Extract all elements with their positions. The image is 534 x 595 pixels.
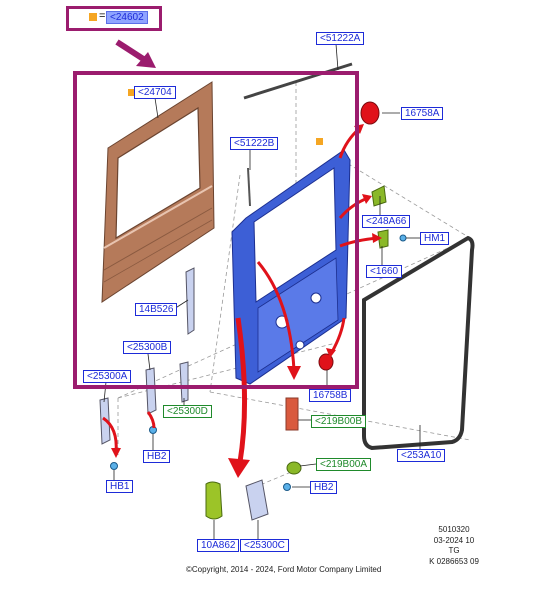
callout-1660[interactable]: <1660 — [366, 265, 403, 278]
id-line-4: K 0286653 09 — [429, 556, 479, 566]
callout-25300b[interactable]: <25300B — [123, 341, 172, 354]
callout-51222a[interactable]: <51222A — [316, 32, 365, 45]
legend-highlight-box — [66, 6, 162, 31]
callout-hb1[interactable]: HB1 — [106, 480, 134, 493]
copyright-notice: ©Copyright, 2014 - 2024, Ford Motor Comp… — [186, 565, 382, 574]
callout-hm1[interactable]: HM1 — [420, 232, 450, 245]
drawing-id-block: 5010320 03-2024 10 TG K 0286653 09 — [424, 525, 484, 567]
callout-hb2-left[interactable]: HB2 — [143, 450, 171, 463]
callout-16758a[interactable]: 16758A — [401, 107, 444, 120]
door-weatherstrip — [362, 235, 475, 451]
callout-16758b[interactable]: 16758B — [309, 389, 352, 402]
highlight-frame — [73, 71, 359, 389]
assembly-direction-arrows — [102, 126, 379, 463]
marker-square-door — [316, 138, 323, 145]
callout-10a862[interactable]: 10A862 — [197, 539, 240, 552]
upper-seal-strip — [243, 62, 353, 100]
purple-pointer-arrow — [115, 39, 156, 68]
hinge-brackets — [99, 267, 269, 521]
callout-219b00b[interactable]: <219B00B — [311, 415, 366, 428]
outer-door-panel — [101, 81, 215, 303]
callout-248a66[interactable]: <248A66 — [362, 215, 411, 228]
rubber-stop-parts — [285, 101, 380, 431]
marker-square-24704 — [128, 89, 135, 96]
callout-25300a[interactable]: <25300A — [83, 370, 132, 383]
callout-25300c[interactable]: <25300C — [240, 539, 289, 552]
callout-219b00a[interactable]: <219B00A — [316, 458, 371, 471]
callout-25300d[interactable]: <25300D — [163, 405, 212, 418]
legend-code-label[interactable]: <24602 — [106, 11, 148, 24]
striker-catches — [205, 185, 389, 520]
id-line-3: TG — [448, 546, 460, 555]
callout-51222b[interactable]: <51222B — [230, 137, 279, 150]
arrow-heads — [111, 124, 382, 478]
legend-equals: = — [99, 10, 106, 22]
guide-rod — [247, 167, 251, 207]
fastener-bolts — [110, 234, 407, 491]
id-line-2: 03-2024 10 — [433, 535, 475, 545]
callout-24704[interactable]: <24704 — [134, 86, 176, 99]
legend-orange-square — [89, 13, 97, 21]
callout-14b526[interactable]: 14B526 — [135, 303, 178, 316]
callout-253a10[interactable]: <253A10 — [397, 449, 446, 462]
id-line-1: 5010320 — [438, 525, 470, 534]
callout-hb2-right[interactable]: HB2 — [310, 481, 338, 494]
